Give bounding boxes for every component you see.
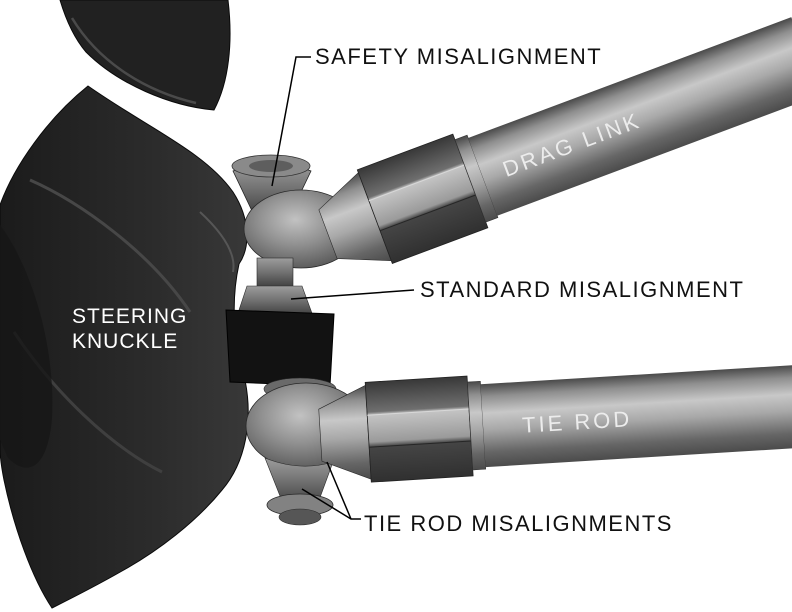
steering-knuckle-shape: [0, 0, 249, 609]
upper-ball-joint: [225, 154, 359, 387]
knuckle-main-body: [0, 85, 249, 609]
safety-misalignment-label: SAFETY MISALIGNMENT: [315, 44, 602, 69]
tie-rod-tube: [480, 363, 792, 468]
tie-rod-misalignment-nut: [278, 508, 322, 526]
steering-knuckle-label-line2: KNUCKLE: [72, 330, 178, 353]
knuckle-shadow-patch: [0, 225, 53, 468]
standard-misalignment-label: STANDARD MISALIGNMENT: [420, 277, 744, 302]
standard-misalignment-waist: [256, 257, 294, 289]
safety-misalignment-cap-inner: [249, 160, 293, 172]
knuckle-top-wedge-highlight: [70, 17, 197, 105]
drag-link-rod: DRAG LINK: [318, 17, 792, 265]
tie-rod-rod: TIE ROD: [318, 363, 792, 483]
knuckle-bushing-block: [225, 309, 335, 387]
knuckle-highlight-upper: [29, 178, 192, 313]
knuckle-top-wedge: [59, 0, 231, 111]
standard-misalignment-callout-line: [290, 289, 415, 300]
callout-lines: [271, 56, 415, 520]
drag-link-tube: [468, 17, 792, 216]
tie-rod-hex-nut: [364, 375, 474, 483]
hex-facet-highlight: [368, 164, 465, 202]
hex-facet-shadow: [379, 194, 476, 232]
steering-knuckle-label-line1: STEERING: [72, 305, 187, 328]
hex-facet-highlight: [367, 408, 470, 416]
hex-facet-shadow: [369, 440, 472, 448]
tie-rod-misalignments-callout-line-2: [326, 461, 352, 520]
safety-misalignment-callout-line: [271, 56, 311, 187]
knuckle-edge-accent: [199, 211, 235, 273]
tie-rod-misalignments-label: TIE ROD MISALIGNMENTS: [364, 511, 673, 536]
